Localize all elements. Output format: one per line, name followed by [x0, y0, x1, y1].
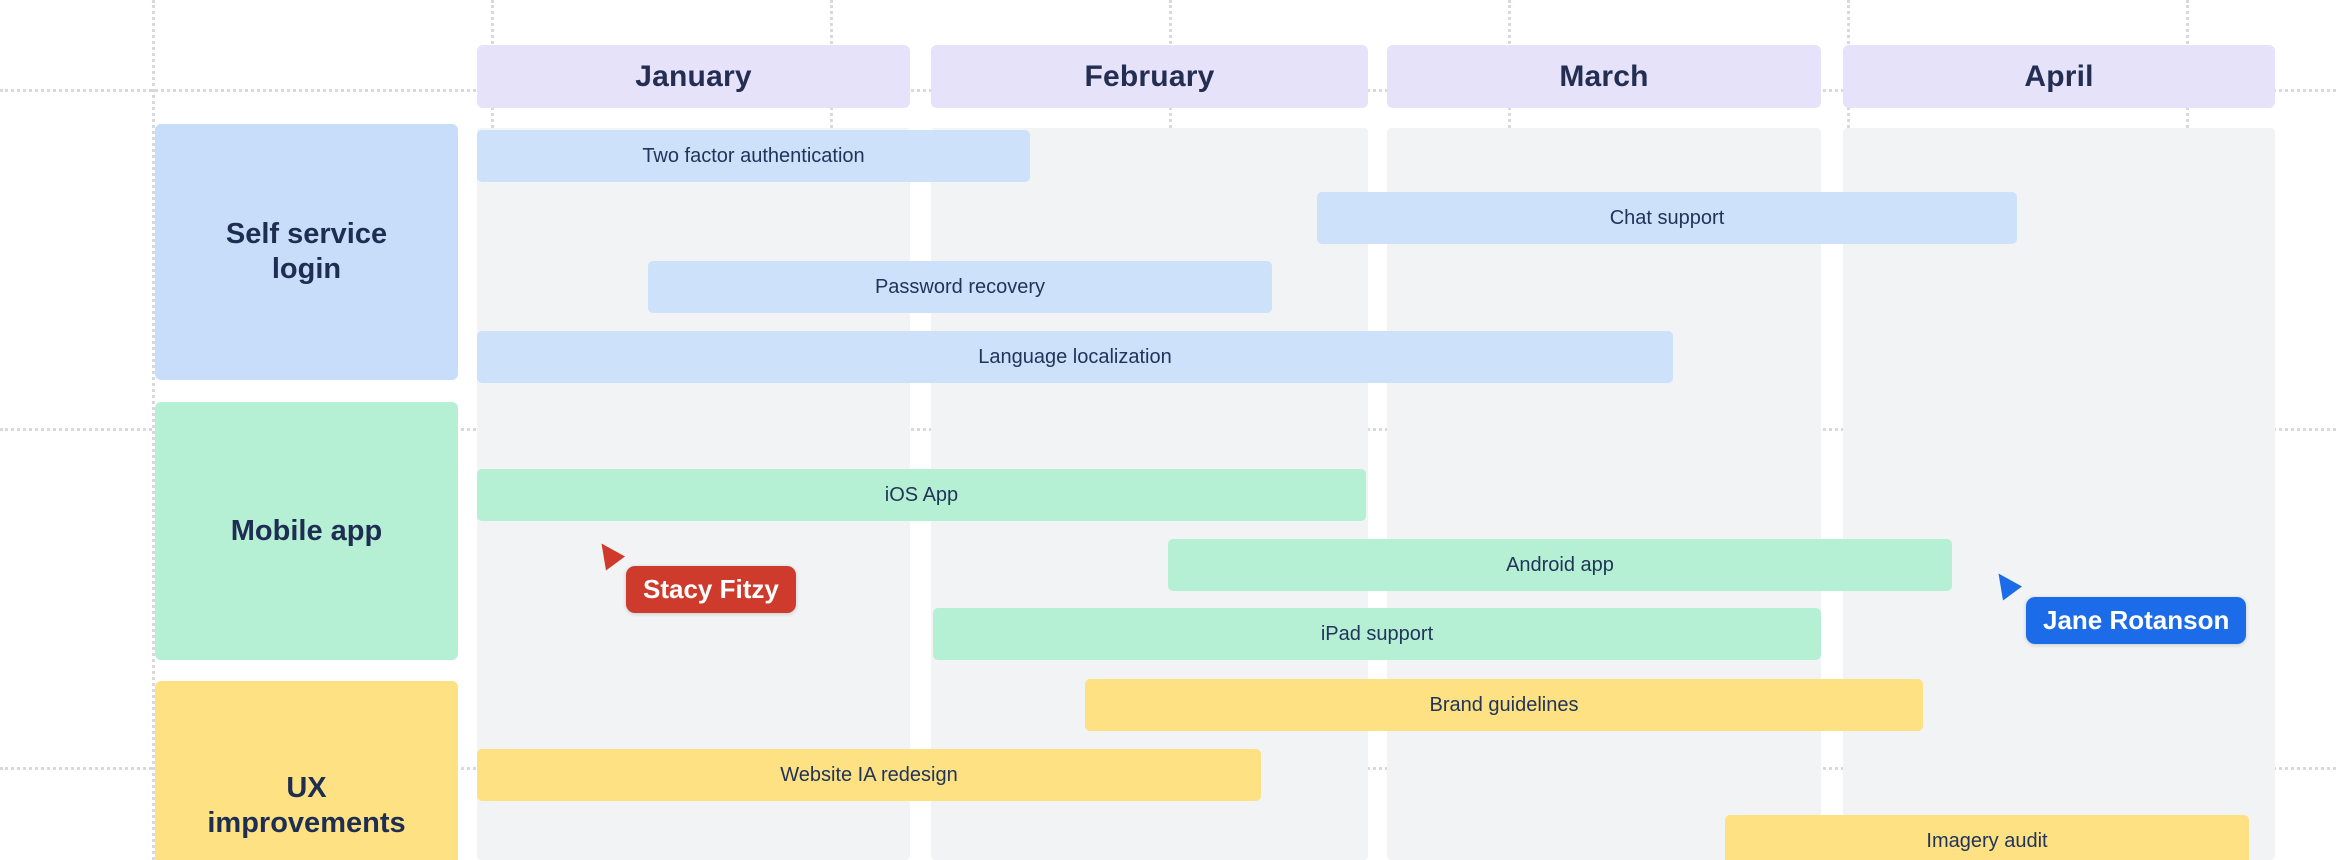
task-bar-two-factor-authentication[interactable]: Two factor authentication — [477, 130, 1030, 182]
cursor-name-badge: Jane Rotanson — [2026, 597, 2247, 644]
category-label-line: improvements — [207, 807, 406, 839]
task-bar-brand-guidelines[interactable]: Brand guidelines — [1085, 679, 1923, 731]
task-bar-language-localization[interactable]: Language localization — [477, 331, 1673, 383]
task-bar-chat-support[interactable]: Chat support — [1317, 192, 2017, 244]
category-label-line: login — [271, 253, 342, 285]
task-bar-label: Password recovery — [874, 275, 1046, 298]
task-bar-label: Imagery audit — [1926, 829, 2048, 852]
task-bar-android-app[interactable]: Android app — [1168, 539, 1952, 591]
category-label-line: Self service — [225, 218, 388, 251]
category-block-mobile-app[interactable]: Mobile app — [155, 402, 458, 660]
month-header-march[interactable]: March — [1387, 45, 1821, 108]
cursor-pointer-icon — [601, 543, 625, 571]
month-header-label: January — [635, 59, 752, 93]
task-bar-ipad-support[interactable]: iPad support — [933, 608, 1821, 660]
task-bar-ios-app[interactable]: iOS App — [477, 469, 1366, 521]
month-header-april[interactable]: April — [1843, 45, 2275, 108]
task-bar-label: Two factor authentication — [642, 144, 865, 167]
task-bar-label: Website IA redesign — [780, 763, 958, 786]
collaborator-cursor-jane-rotanson — [1998, 573, 2024, 603]
cursor-pointer-icon — [1998, 573, 2022, 601]
month-header-january[interactable]: January — [477, 45, 910, 108]
task-bar-label: Language localization — [978, 345, 1172, 368]
task-bar-website-ia-redesign[interactable]: Website IA redesign — [477, 749, 1261, 801]
task-bar-label: Brand guidelines — [1429, 693, 1579, 716]
task-bar-label: Chat support — [1609, 206, 1725, 229]
collaborator-cursor-stacy-fitzy — [601, 543, 627, 573]
task-bar-label: Android app — [1506, 553, 1614, 576]
category-label-line: UX — [286, 772, 327, 805]
month-header-february[interactable]: February — [931, 45, 1368, 108]
month-column-march — [1387, 128, 1821, 860]
cursor-name-badge: Stacy Fitzy — [626, 566, 796, 613]
task-bar-label: iPad support — [1320, 622, 1434, 645]
task-bar-label: iOS App — [884, 483, 959, 506]
month-column-april — [1843, 128, 2275, 860]
task-bar-password-recovery[interactable]: Password recovery — [648, 261, 1272, 313]
category-label-line: Mobile app — [230, 514, 383, 547]
month-header-label: April — [2024, 59, 2094, 93]
month-header-label: March — [1559, 59, 1649, 93]
month-header-label: February — [1084, 59, 1215, 93]
task-bar-imagery-audit[interactable]: Imagery audit — [1725, 815, 2249, 860]
